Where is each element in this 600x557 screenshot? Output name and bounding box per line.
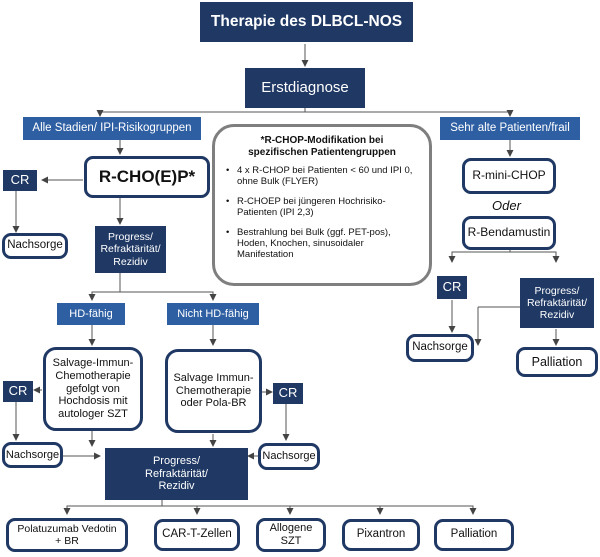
all-stages-group-label: Alle Stadien/ IPI-Risikogruppen [23, 117, 201, 140]
progress2-line-2: Refraktärität/ [145, 467, 208, 480]
erstdiagnose-node: Erstdiagnose [245, 68, 365, 108]
hd-faehig-label: HD-fähig [57, 303, 125, 325]
option-polatuzumab-line-2: + BR [55, 535, 79, 547]
cr-node-first-line: CR [3, 170, 37, 191]
progress-frail-line-1: Progress/ [534, 284, 580, 297]
option-allogene-line-2: SZT [280, 535, 302, 547]
note-title: *R-CHOP-Modifikation bei spezifischen Pa… [225, 135, 419, 158]
option-car-t: CAR-T-Zellen [154, 519, 240, 551]
r-chop-modification-note: *R-CHOP-Modifikation bei spezifischen Pa… [212, 124, 432, 286]
progress-frail-line-3: Rezidiv [539, 309, 575, 322]
note-title-line-1: *R-CHOP-Modifikation bei [260, 135, 384, 146]
cr-node-hd: CR [3, 381, 33, 402]
r-mini-chop-box: R-mini-CHOP [462, 158, 556, 194]
oder-label: Oder [492, 198, 521, 213]
cr-node-pola: CR [273, 383, 303, 404]
note-title-line-2: spezifischen Patientengruppen [248, 146, 396, 158]
cr-node-frail: CR [437, 276, 467, 299]
salvage-pola-box: Salvage Immun- Chemotherapie oder Pola-B… [165, 349, 262, 433]
progress2-line-1: Progress/ [152, 455, 201, 468]
salvage-hd-line-3: gefolgt von [66, 382, 120, 395]
nachsorge-frail: Nachsorge [406, 334, 474, 362]
note-item: Bestrahlung bei Bulk (ggf. PET-pos), Hod… [226, 227, 419, 261]
progress-line-2: Refraktärität/ [100, 243, 161, 256]
option-allogene-line-1: Allogene [269, 522, 313, 535]
salvage-hd-box: Salvage-Immun- Chemotherapie gefolgt von… [43, 347, 143, 431]
nachsorge-first-line: Nachsorge [2, 233, 68, 259]
salvage-hd-line-2: Chemotherapie [55, 370, 131, 383]
salvage-pola-line-3: oder Pola-BR [180, 397, 247, 410]
elderly-frail-group-label: Sehr alte Patienten/frail [440, 117, 580, 140]
nicht-hd-faehig-label: Nicht HD-fähig [167, 303, 259, 325]
option-polatuzumab: Polatuzumab Vedotin + BR [6, 518, 128, 552]
palliation-frail: Palliation [516, 347, 598, 377]
option-allogene-szt: Allogene SZT [256, 518, 326, 552]
progress-node-second-line: Progress/ Refraktärität/ Rezidiv [105, 448, 248, 500]
note-item: 4 x R-CHOP bei Patienten < 60 und IPI 0,… [226, 165, 419, 188]
progress-line-3: Rezidiv [113, 255, 148, 268]
r-chop-regimen-box: R-CHO(E)P* [84, 156, 210, 198]
salvage-hd-line-4: Hochdosis mit [58, 395, 128, 408]
page-title: Therapie des DLBCL-NOS [200, 2, 413, 42]
option-pixantron: Pixantron [342, 519, 420, 551]
salvage-pola-line-1: Salvage Immun- [173, 372, 254, 385]
salvage-hd-line-1: Salvage-Immun- [52, 357, 134, 370]
progress-line-1: Progress/ [108, 231, 153, 244]
note-item: R-CHOEP bei jüngeren Hochrisiko-Patiente… [226, 196, 419, 219]
progress-node-first-line: Progress/ Refraktärität/ Rezidiv [95, 226, 166, 273]
progress-node-frail: Progress/ Refraktärität/ Rezidiv [520, 278, 594, 328]
r-bendamustin-box: R-Bendamustin [462, 216, 556, 250]
option-polatuzumab-line-1: Polatuzumab Vedotin [17, 522, 117, 535]
nachsorge-hd: Nachsorge [2, 442, 63, 468]
note-list: 4 x R-CHOP bei Patienten < 60 und IPI 0,… [225, 165, 419, 269]
nachsorge-pola: Nachsorge [258, 443, 320, 470]
salvage-hd-line-5: autologer SZT [58, 407, 128, 420]
salvage-pola-line-2: Chemotherapie [175, 384, 252, 397]
option-palliation: Palliation [434, 519, 514, 551]
progress-frail-line-2: Refraktärität/ [526, 296, 588, 309]
progress2-line-3: Rezidiv [158, 480, 195, 493]
